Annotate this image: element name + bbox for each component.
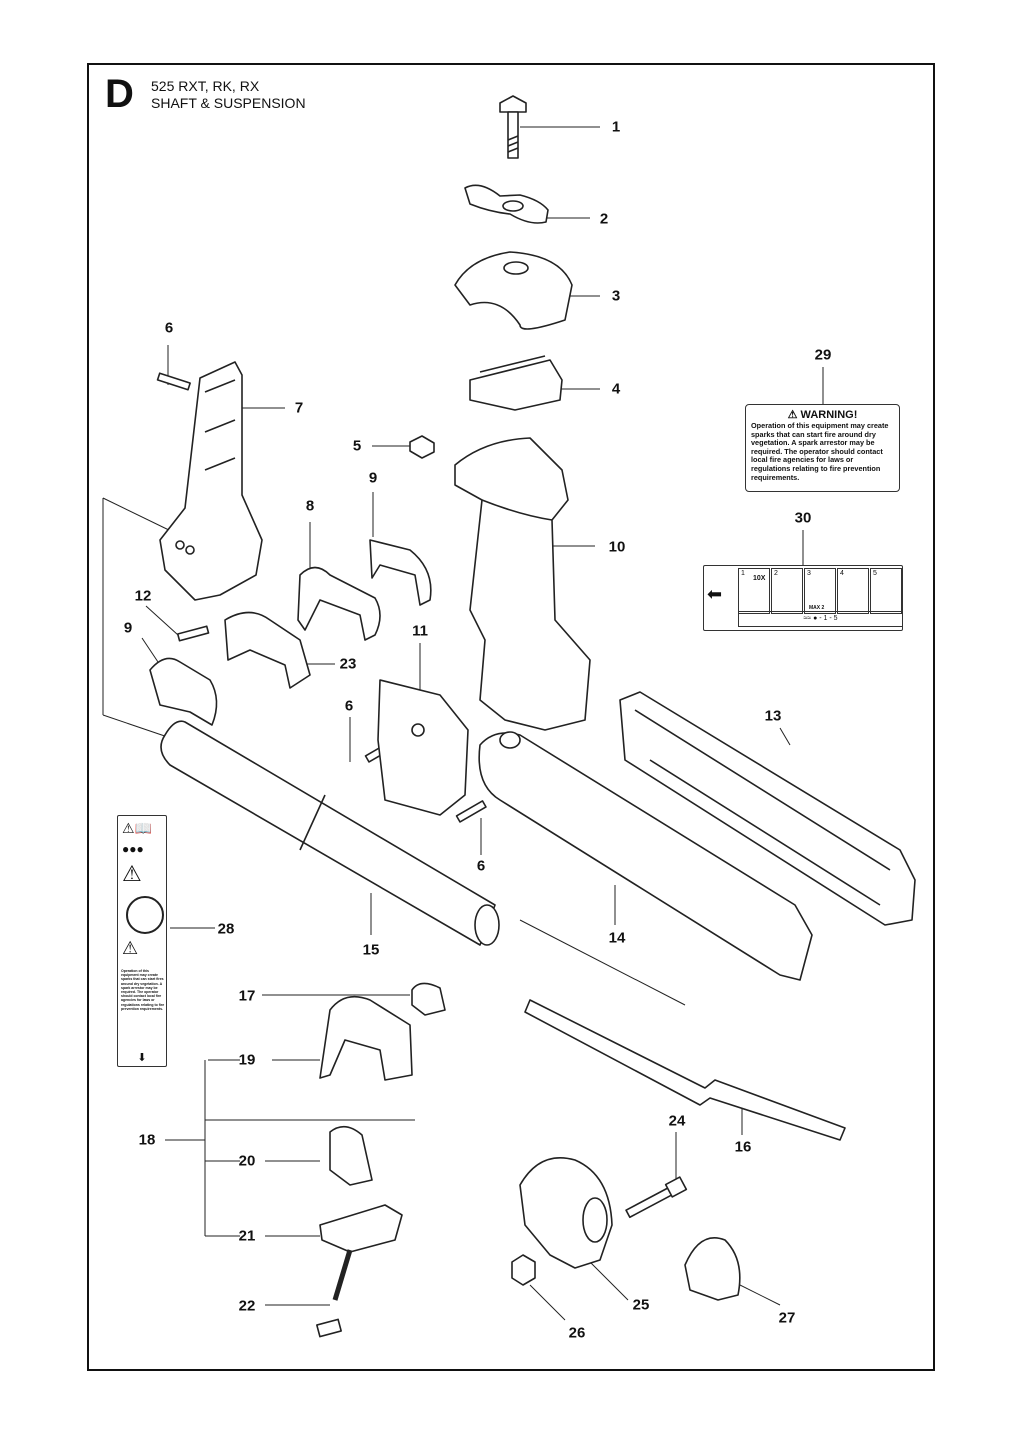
part-24-bolt — [625, 1176, 688, 1219]
part-9-bushing-lower — [149, 657, 218, 726]
symbol-step-5: 5 — [870, 568, 902, 614]
footer-text: - 1 - 5 — [819, 615, 838, 622]
callout-8: 8 — [305, 497, 315, 515]
step-number: 5 — [873, 570, 877, 577]
step-number: 4 — [840, 570, 844, 577]
callout-25: 25 — [632, 1296, 650, 1314]
callout-30: 30 — [794, 509, 812, 527]
warning-title-text: WARNING! — [800, 409, 858, 421]
step-number: 2 — [774, 570, 778, 577]
callout-7: 7 — [294, 399, 304, 417]
part-16-drive-shaft — [524, 999, 846, 1141]
warning-title: ⚠ WARNING! — [787, 409, 858, 421]
symbol-footer: ≈≈ ● - 1 - 5 — [738, 611, 903, 627]
part-17-cap — [411, 982, 446, 1016]
warning-triangle-icon: ⚠📖 — [122, 820, 152, 836]
step-text: MAX 2 — [809, 605, 825, 611]
callout-26: 26 — [568, 1324, 586, 1342]
callout-1: 1 — [611, 118, 621, 136]
callout-29: 29 — [814, 346, 832, 364]
part-6-screw-bottom — [455, 800, 487, 823]
leader-lines — [102, 126, 824, 1321]
symbol-step-4: 4 — [837, 568, 869, 614]
callout-17: 17 — [238, 987, 256, 1005]
part-3-clamp-cap — [454, 251, 573, 330]
part-1-bolt — [499, 95, 527, 159]
sticker-small-text: Operation of this equipment may create s… — [121, 969, 165, 1011]
protective-gear-icons: ●●● — [122, 842, 144, 856]
step-number: 3 — [807, 570, 811, 577]
callout-9a: 9 — [368, 469, 378, 487]
callout-20: 20 — [238, 1152, 256, 1170]
part-7-bracket — [159, 361, 263, 601]
callout-18: 18 — [138, 1131, 156, 1149]
part-11-clamp-half — [377, 679, 469, 816]
callout-24: 24 — [668, 1112, 686, 1130]
callout-27: 27 — [778, 1309, 796, 1327]
symbol-step-2: 2 — [771, 568, 803, 614]
callout-28: 28 — [217, 920, 235, 938]
arrow-down-icon: ⬇ — [137, 1052, 147, 1064]
clearance-icon: ⚠ — [122, 938, 139, 958]
diagram-frame — [87, 63, 935, 1371]
callout-10: 10 — [608, 538, 626, 556]
no-entry-icon — [126, 896, 164, 934]
part-4-clamp-sleeve — [469, 359, 563, 411]
callout-14: 14 — [608, 929, 626, 947]
part-21-saddle — [319, 1204, 403, 1253]
warning-body: Operation of this equipment may create s… — [751, 421, 889, 482]
part-5-square-nut — [409, 435, 435, 459]
part-10-handle-body — [454, 437, 591, 731]
callout-15: 15 — [362, 941, 380, 959]
part-28-safety-sticker: ⚠📖 ●●● ⚠ ⚠ Operation of this equipment m… — [117, 815, 167, 1067]
callout-13: 13 — [764, 707, 782, 725]
callout-6b: 6 — [344, 697, 354, 715]
part-29-warning-label: ⚠ WARNING! Operation of this equipment m… — [745, 404, 900, 492]
callout-21: 21 — [238, 1227, 256, 1245]
part-20-loop — [329, 1125, 373, 1186]
callout-6c: 6 — [476, 857, 486, 875]
section-title: SHAFT & SUSPENSION — [151, 95, 306, 111]
part-12-screw — [176, 625, 210, 642]
callout-3: 3 — [611, 287, 621, 305]
hazard-icon: ⚠ — [122, 861, 142, 886]
section-letter: D — [105, 72, 134, 116]
callout-12: 12 — [134, 587, 152, 605]
part-26-nut — [511, 1254, 536, 1286]
symbol-step-1: 1 10X — [738, 568, 770, 614]
callout-23: 23 — [339, 655, 357, 673]
diagram-title: 525 RXT, RK, RX SHAFT & SUSPENSION — [151, 78, 306, 112]
part-8-clamp — [297, 566, 381, 641]
callout-9b: 9 — [123, 619, 133, 637]
callout-4: 4 — [611, 380, 621, 398]
part-19-clamp — [319, 995, 413, 1081]
part-27-clip — [684, 1237, 741, 1301]
part-23-holder — [224, 611, 311, 689]
callout-2: 2 — [599, 210, 609, 228]
callout-6a: 6 — [164, 319, 174, 337]
callout-5: 5 — [352, 437, 362, 455]
callout-11: 11 — [412, 622, 428, 640]
part-6-screw-top — [156, 372, 191, 391]
callout-19: 19 — [238, 1051, 256, 1069]
part-22-pin — [316, 1249, 353, 1338]
part-25-hanger — [519, 1156, 613, 1269]
callout-22: 22 — [238, 1297, 256, 1315]
arrow-left-icon: ⬅ — [707, 584, 723, 604]
part-9-half-shell-upper — [369, 539, 432, 606]
step-number: 1 — [741, 570, 745, 577]
step-text: 10X — [753, 575, 766, 582]
callout-16: 16 — [734, 1138, 752, 1156]
part-13-guard — [619, 691, 916, 926]
part-14-shaft-housing — [478, 732, 813, 981]
model-line: 525 RXT, RK, RX — [151, 78, 260, 94]
